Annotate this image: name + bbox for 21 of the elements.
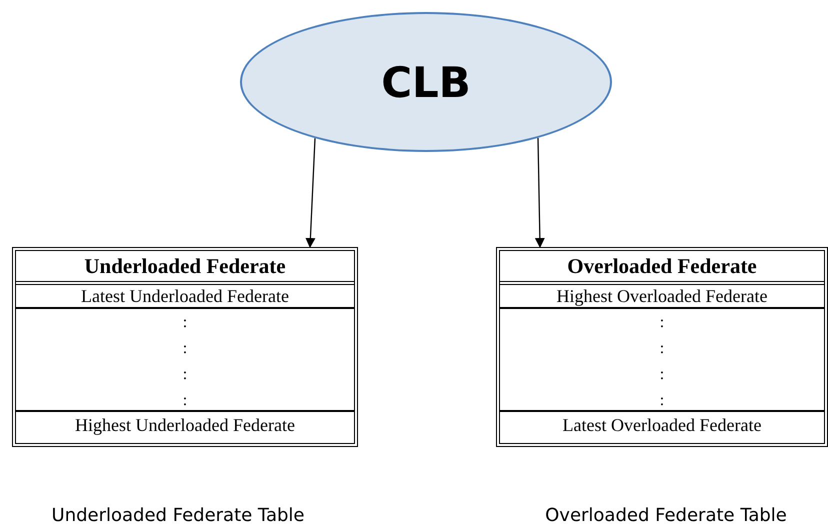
arrow	[534, 138, 545, 248]
arrow	[305, 138, 316, 248]
table	[12, 247, 358, 447]
ellipsis-dots: :	[660, 315, 664, 331]
ellipsis-dots: :	[660, 341, 664, 357]
table-caption: Underloaded Federate Table	[52, 505, 304, 526]
node-title: CLB	[381, 58, 471, 106]
table-row-text: Highest Underloaded Federate	[74, 414, 296, 437]
table-caption: Overloaded Federate Table	[545, 505, 787, 526]
ellipsis-dots: :	[182, 341, 188, 357]
table-row: Highest Overloaded Federate	[500, 285, 824, 309]
table-row: Latest Underloaded Federate	[16, 285, 354, 309]
ellipsis-dots: :	[182, 315, 188, 331]
ellipsis-dots: :	[182, 367, 188, 383]
table-header: Overloaded Federate	[500, 251, 824, 285]
ellipsis-dots: :	[182, 393, 188, 409]
ellipsis-dots: :	[660, 367, 664, 383]
ellipsis-dots: :	[660, 393, 664, 409]
table	[496, 247, 828, 447]
table-header: Underloaded Federate	[16, 251, 354, 285]
table-row-text: Latest Overloaded Federate	[562, 414, 762, 437]
